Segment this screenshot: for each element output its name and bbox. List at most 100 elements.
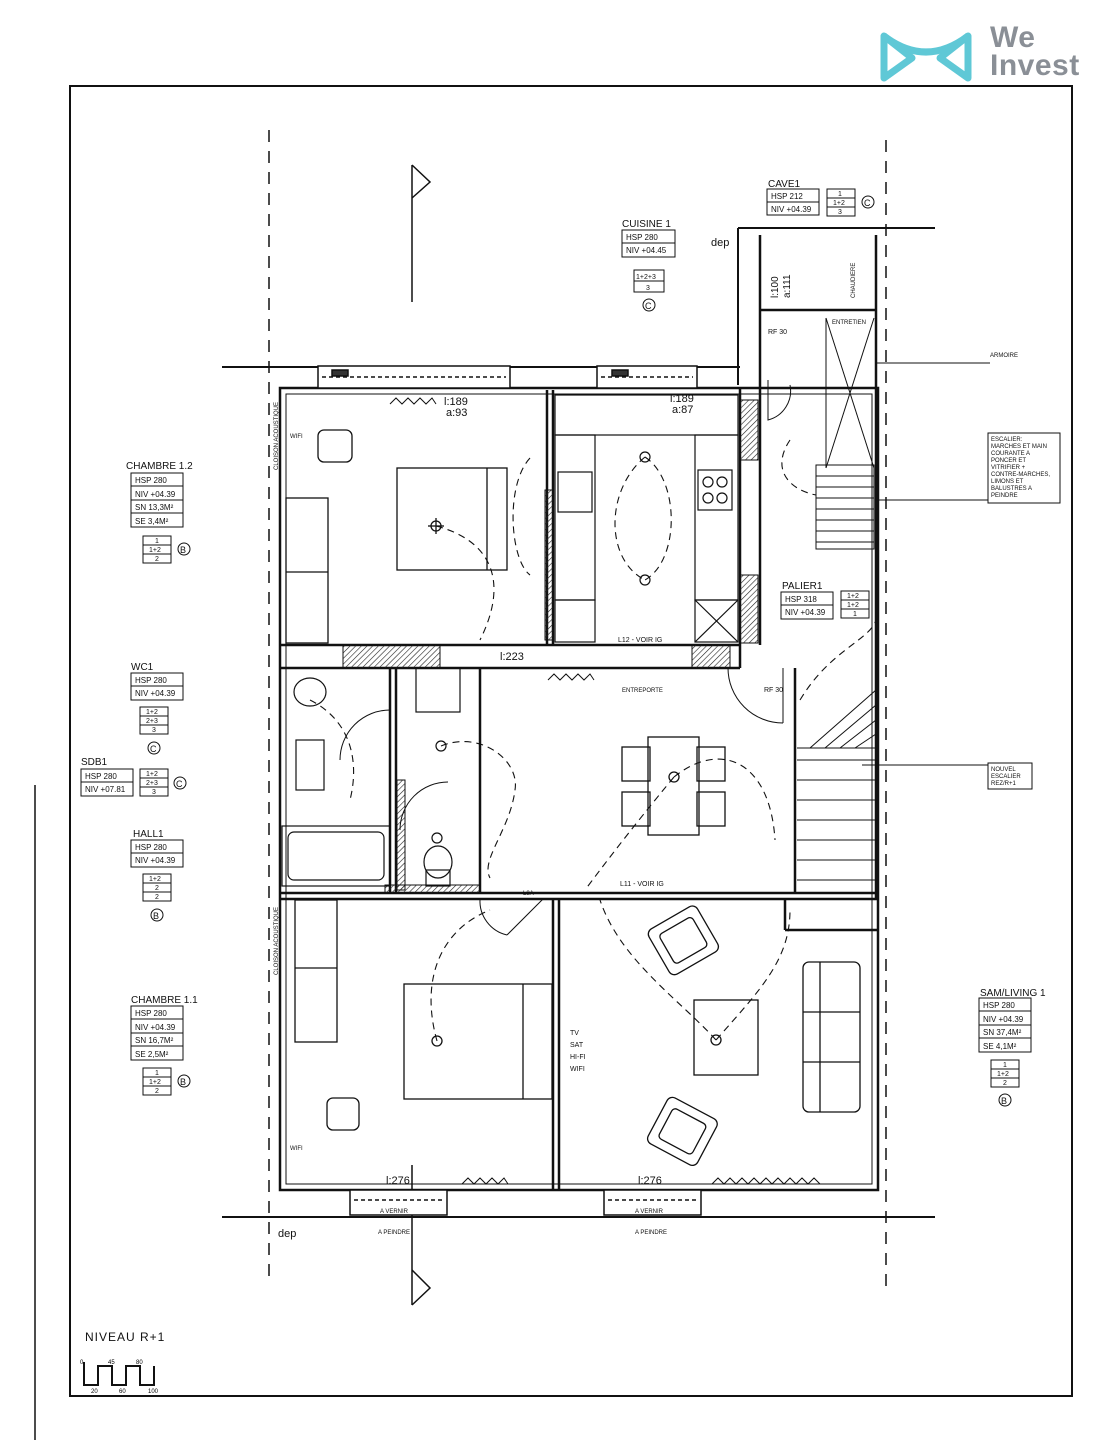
door-swings <box>339 380 792 936</box>
room-code: 1+2 <box>997 1071 1009 1078</box>
room-code: 1+2 <box>847 602 859 609</box>
room-row: SN 37,4M² <box>983 1028 1022 1037</box>
room-name-cuisine1: CUISINE 1 <box>622 219 671 230</box>
room-name-sdb1: SDB1 <box>81 757 108 768</box>
room-code: 3 <box>838 209 842 216</box>
room-code: 1 <box>853 611 857 618</box>
hatched-walls <box>342 399 759 894</box>
room-code: 2+3 <box>146 780 158 787</box>
furniture-living <box>646 905 861 1166</box>
room-name-palier1: PALIER1 <box>782 581 823 592</box>
dim-cave-l: l:100 <box>770 276 781 298</box>
room-row: SE 4,1M² <box>983 1042 1017 1051</box>
nouvel-escalier-note-box <box>987 762 1033 790</box>
note-rf30-a: RF 30 <box>768 329 787 336</box>
radiators <box>389 397 821 1185</box>
room-code: 2 <box>155 894 159 901</box>
level-title: NIVEAU R+1 <box>85 1330 166 1344</box>
note-chaudiere: CHAUDIERE <box>851 263 857 298</box>
axis-lines <box>268 130 887 1290</box>
electrical-circuits <box>309 439 877 1042</box>
scale-label-100: 100 <box>148 1389 159 1395</box>
room-row: SN 13,3M² <box>135 503 174 512</box>
escalier-note-box <box>987 432 1061 504</box>
escalier-note-line: CONTRE-MARCHES, <box>991 472 1050 478</box>
dim-chambre12-a: a:93 <box>446 407 467 419</box>
logo-text-line2: Invest <box>990 49 1080 82</box>
room-code: 1+2 <box>149 1079 161 1086</box>
note-entreporte: ENTREPORTE <box>622 688 663 694</box>
room-code: 1 <box>155 1070 159 1077</box>
escalier-note-line: BALUSTRES A <box>991 486 1032 492</box>
logo-mark-icon <box>880 32 972 82</box>
scale-label-20: 20 <box>91 1389 98 1395</box>
note-vernir-1: A VERNIR <box>380 1209 409 1215</box>
room-name-chambre12: CHAMBRE 1.2 <box>126 461 193 472</box>
escalier-note-line: MARCHES ET MAIN <box>991 444 1047 450</box>
room-code: 2+3 <box>146 718 158 725</box>
note-dep-bottom: dep <box>278 1228 296 1240</box>
note-cloison-1: CLOISON ACOUSTIQUE <box>274 402 280 470</box>
note-vernir-2: A VERNIR <box>635 1209 664 1215</box>
leader-lines <box>862 362 990 766</box>
note-media-wifi: WIFI <box>570 1066 585 1073</box>
scale-label-60: 60 <box>119 1389 126 1395</box>
furniture-kitchen <box>554 394 739 643</box>
furniture-bedroom-1-1 <box>294 899 553 1131</box>
escalier-note-line: PEINDRE <box>991 493 1018 499</box>
room-circle: B <box>180 545 186 555</box>
room-code: 1 <box>1003 1062 1007 1069</box>
windows <box>317 365 702 1216</box>
room-code: 1+2+3 <box>636 274 656 281</box>
room-row: NIV +04.39 <box>785 608 826 617</box>
room-name-hall1: HALL1 <box>133 829 164 840</box>
note-peindre-1: A PEINDRE <box>378 1230 410 1236</box>
room-row: HSP 318 <box>785 595 817 604</box>
note-wifi-1: WIFI <box>290 434 303 440</box>
room-circle: C <box>150 744 157 754</box>
note-l12: L12 - VOIR IG <box>618 637 662 644</box>
room-row: NIV +04.39 <box>983 1015 1024 1024</box>
note-peindre-2: A PEINDRE <box>635 1230 667 1236</box>
room-name-wc1: WC1 <box>131 662 154 673</box>
nouvel-escalier-line: REZ/R+1 <box>991 781 1017 787</box>
room-code: 1+2 <box>149 547 161 554</box>
escalier-note-line: ESCALIER: <box>991 437 1023 443</box>
room-code: 1+2 <box>146 771 158 778</box>
escalier-note-line: VITRIFIER + <box>991 465 1026 471</box>
room-row: HSP 280 <box>135 676 167 685</box>
room-code: 1 <box>838 191 842 198</box>
room-row: SN 16,7M² <box>135 1036 174 1045</box>
room-row: HSP 280 <box>135 476 167 485</box>
room-code: 1+2 <box>146 709 158 716</box>
room-circle: B <box>1001 1096 1007 1106</box>
room-row: HSP 280 <box>135 843 167 852</box>
room-row: SE 2,5M² <box>135 1050 169 1059</box>
scale-bar <box>83 1362 155 1386</box>
note-cloison-2: CLOISON ACOUSTIQUE <box>274 907 280 975</box>
escalier-note-line: PONCER ET <box>991 458 1026 464</box>
room-circle: C <box>864 198 871 208</box>
logo-text-line1: We <box>990 21 1036 54</box>
room-name-cave1: CAVE1 <box>768 179 800 190</box>
room-row: HSP 280 <box>983 1001 1015 1010</box>
room-row: HSP 280 <box>626 233 658 242</box>
escalier-note-line: LIMONS ET <box>991 479 1024 485</box>
nouvel-escalier-line: ESCALIER <box>991 774 1021 780</box>
furniture-bathroom <box>281 667 461 887</box>
room-code: 3 <box>152 727 156 734</box>
room-code: 3 <box>646 285 650 292</box>
room-name-chambre11: CHAMBRE 1.1 <box>131 995 198 1006</box>
drawing-frame <box>69 85 1073 1397</box>
escalier-note-line: COURANTE A <box>991 451 1030 457</box>
note-armoire: ARMOIRE <box>990 353 1018 359</box>
room-code: 2 <box>155 556 159 563</box>
room-code: 1+2 <box>149 876 161 883</box>
room-row: NIV +04.39 <box>135 1023 176 1032</box>
staircase <box>797 317 877 881</box>
furniture-dining <box>621 736 726 836</box>
room-row: NIV +04.39 <box>135 856 176 865</box>
room-circle: C <box>645 301 652 311</box>
room-circle: C <box>176 779 183 789</box>
